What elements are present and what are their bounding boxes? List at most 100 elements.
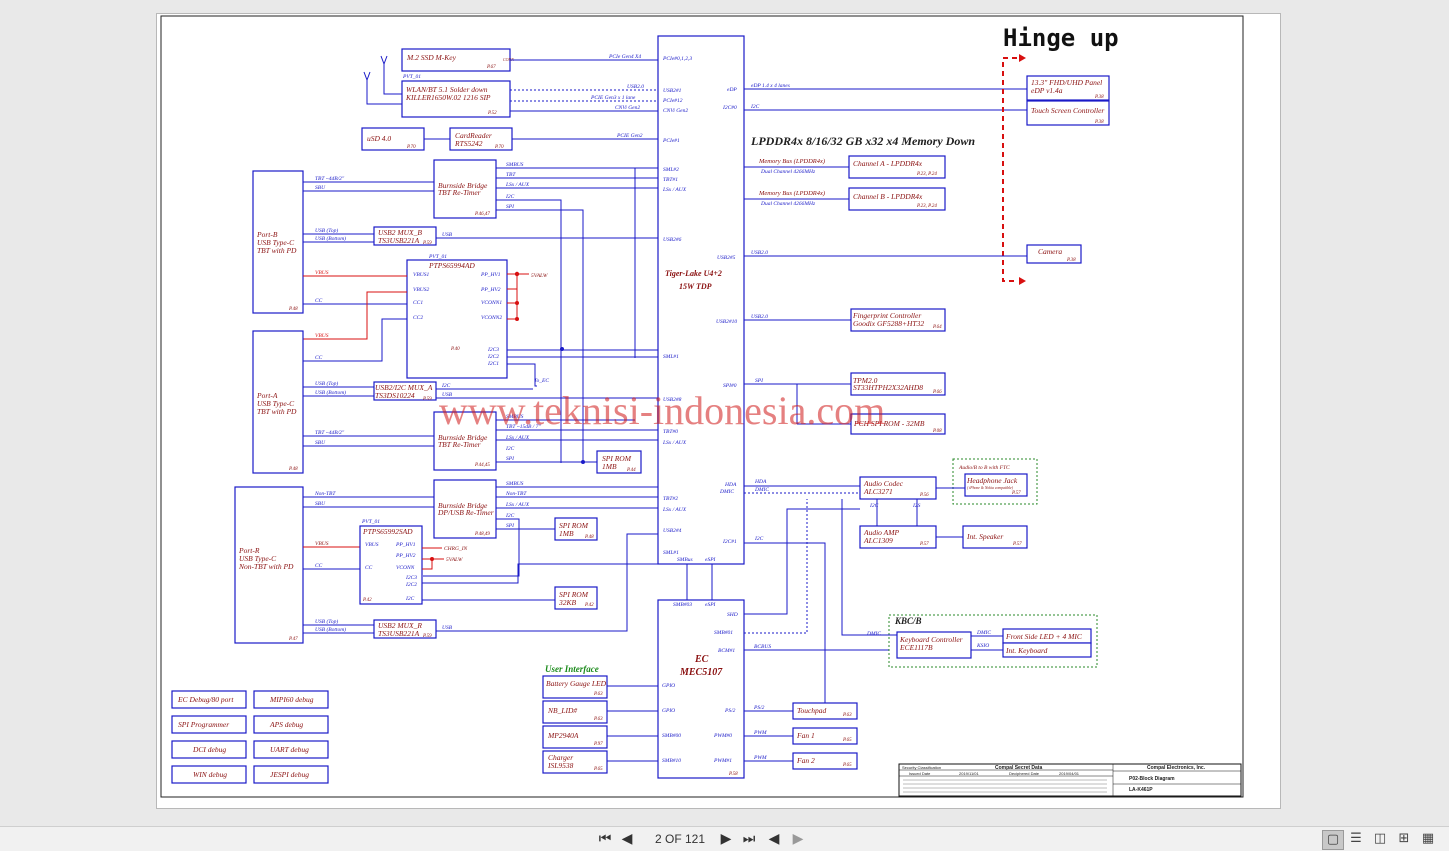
schematic-label: P.38 (1094, 95, 1104, 100)
schematic-label: USB2 MUX_R (378, 621, 422, 630)
schematic-label: P.46,47 (474, 212, 490, 217)
schematic-label: Battery Gauge LED (546, 679, 607, 688)
schematic-shape (507, 289, 518, 320)
schematic-label: Port-B (256, 230, 278, 239)
fan-2-block (792, 752, 858, 770)
schematic-label: PP_HV1 (480, 272, 501, 278)
cpu-pins: PCIe#0,1,2,3 USB2#1 PCIe#12 CNVi Gen2 PC… (662, 56, 737, 563)
schematic-label: SPI Programmer (178, 720, 229, 729)
schematic-shape (303, 291, 407, 340)
schematic-label: KILLER1650W.02 1216 SIP (405, 93, 491, 102)
schematic-label: USB2.0 (627, 84, 644, 90)
spi-rom-32kb (554, 586, 598, 610)
view-facing-button[interactable]: ◫ (1370, 830, 1390, 848)
skip-forward-icon: ⏭ (742, 831, 756, 847)
schematic-shape (496, 209, 584, 463)
schematic-label: I2C (441, 383, 451, 389)
schematic-label: 5VALW (446, 557, 463, 563)
schematic-label: CC (315, 355, 323, 361)
schematic-label: USB2#5 (717, 255, 736, 261)
schematic-label: LSx / AUX (662, 187, 687, 193)
schematic-label: USB2 MUX_B (378, 228, 422, 237)
first-page-button[interactable]: ⏮ (596, 830, 614, 848)
schematic-label: P.38 (1066, 258, 1076, 263)
usb2-i2c-mux-a (373, 381, 437, 401)
schematic-label: CC (315, 298, 323, 304)
schematic-label: P.63 (842, 713, 852, 718)
schematic-label: 1MB (559, 529, 574, 538)
schematic-shape (253, 715, 329, 734)
schematic-label: APS debug (269, 720, 303, 729)
next-page-button[interactable]: ▶ (718, 830, 734, 848)
schematic-shape (744, 499, 808, 634)
schematic-label: USB (Top) (315, 618, 338, 625)
schematic-shape (423, 518, 520, 577)
schematic-label: P.56 (919, 493, 929, 498)
schematic-label: Memory Bus (LPDDR4x) (758, 190, 825, 197)
schematic-label: GPIO (662, 683, 675, 689)
schematic-label: Burnside Bridge (438, 433, 488, 442)
schematic-shape (303, 318, 407, 362)
back-button[interactable]: ◀ (765, 830, 783, 848)
schematic-label: TBT (506, 172, 516, 178)
schematic-label: P.65 (842, 763, 852, 768)
schematic-label: DMIC (719, 489, 734, 495)
schematic-label: Goodix GF5288+HT32 (853, 319, 924, 328)
schematic-label: TBT ~15dB / 7" (506, 424, 541, 430)
ec-block (657, 599, 745, 779)
schematic-label: MIPI60 debug (269, 695, 314, 704)
wlan-block (401, 80, 511, 118)
last-page-button[interactable]: ⏭ (740, 830, 758, 848)
circle-back-icon: ◀ (768, 831, 780, 847)
document-viewer[interactable]: Hinge up Tiger-Lake U4+2 15W TDP PCIe#0,… (0, 0, 1449, 826)
schematic-label: LSx / AUX (505, 435, 530, 441)
schematic-label: USB (Bottom) (315, 235, 346, 242)
schematic-label: eDP 1.4 x 4 lanes (751, 82, 790, 89)
schematic-label: PCIe#12 (662, 98, 683, 104)
view-continuous-button[interactable]: ☰ (1346, 830, 1366, 848)
schematic-label: Headphone Jack (966, 476, 1018, 485)
schematic-label: USB Type-C (257, 399, 295, 408)
prev-page-button[interactable]: ◀ (619, 830, 635, 848)
schematic-label: USB (442, 392, 453, 398)
schematic-label: P.48 (288, 467, 298, 472)
schematic-label: LSx / AUX (505, 182, 530, 188)
view-single-page-button[interactable]: ▢ (1322, 830, 1344, 850)
schematic-label: EC Debug/80 port (177, 695, 234, 704)
pch-spi-rom-block (850, 413, 946, 435)
view-thumbnails-button[interactable]: ▦ (1418, 830, 1438, 848)
schematic-label: SPI (755, 378, 764, 384)
schematic-label: Port-A (256, 391, 278, 400)
schematic-label: P.42 (362, 598, 372, 603)
schematic-label: Burnside Bridge (438, 181, 488, 190)
schematic-label: Audio Codec (863, 479, 904, 488)
cpu-block (657, 35, 745, 565)
schematic-label: PTPS65992SAD (362, 527, 413, 536)
schematic-label: UART debug (270, 745, 309, 754)
schematic-label: I2C (505, 513, 515, 519)
schematic-label: DP/USB Re-Timer (437, 508, 494, 517)
fingerprint-block (850, 308, 946, 332)
view-grid-button[interactable]: ⊞ (1394, 830, 1414, 848)
schematic-shape (1019, 277, 1026, 285)
schematic-label: ECE1117B (899, 643, 933, 652)
schematic-label: Fingerprint Controller (852, 311, 921, 320)
schematic-shape (496, 199, 562, 463)
page-indicator[interactable]: 2 OF 121 (654, 832, 706, 846)
schematic-shape (744, 508, 860, 615)
antenna-icon (363, 71, 402, 105)
schematic-label: TS3USB221A (378, 236, 420, 245)
schematic-label: DCI debug (192, 745, 226, 754)
schematic-label: PCIe#0,1,2,3 (662, 56, 692, 62)
schematic-label: CC2 (413, 315, 423, 321)
forward-button[interactable]: ▶ (789, 830, 807, 848)
channel-b-block (848, 187, 946, 211)
schematic-label: SBU (315, 440, 326, 446)
schematic-label: ALC1309 (863, 536, 893, 545)
schematic-label: Int. Keyboard (1005, 646, 1048, 655)
schematic-shape (507, 363, 537, 387)
schematic-label: P.48 (288, 307, 298, 312)
schematic-shape (507, 273, 529, 290)
schematic-label: PCIe Gen4 X4 (608, 53, 641, 60)
schematic-label: I2C1 (487, 361, 499, 367)
